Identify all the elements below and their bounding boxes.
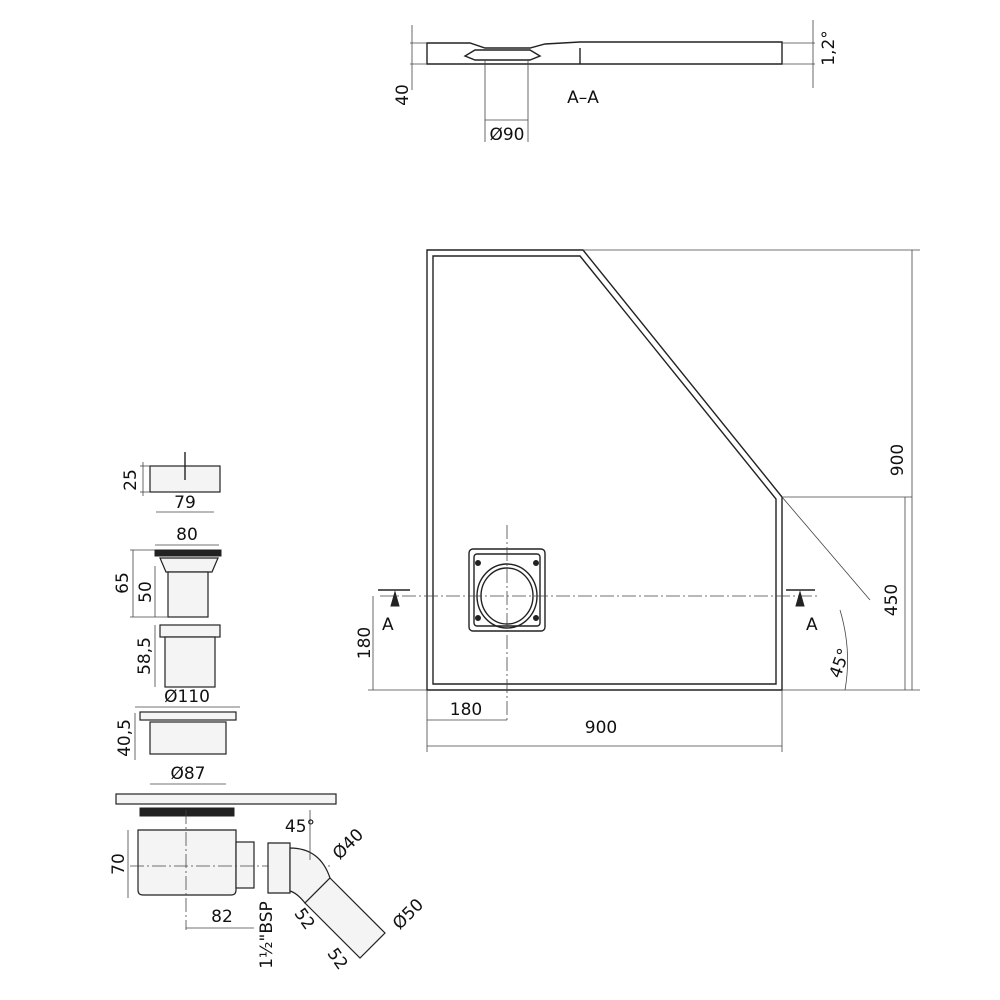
cap-height-label: 25 [121,469,141,491]
section-drain-diameter: Ø90 [489,125,524,145]
thread-label: 1½"BSP [257,901,277,969]
section-height-label: 40 [393,84,413,106]
trap-offset-label: 82 [211,907,233,927]
width-label: 900 [585,718,617,738]
drain-offset-x-label: 180 [450,700,482,720]
angle-label: 45° [826,646,855,681]
depth-label: 900 [888,444,908,476]
plan-view: A A 900 450 45° 180 180 900 [355,249,920,752]
section-slope-label: 1,2° [819,30,839,66]
outlet-diameter-label: Ø40 [329,825,368,864]
section-title: A–A [567,88,599,108]
insert-height-label: 58,5 [135,637,155,675]
flange-diameter-label: Ø110 [164,687,210,707]
grate-width-label: 80 [176,525,198,545]
section-view: 40 1,2° A–A Ø90 [393,20,839,145]
pipe-length-2-label: 52 [323,945,352,974]
trap-height-label: 70 [109,853,129,875]
body-diameter-label: Ø87 [170,764,205,784]
pipe-diameter-label: Ø50 [389,895,428,934]
grate-height-label: 65 [113,572,133,594]
grate-body-label: 50 [136,581,156,603]
section-marker-left: A [382,615,394,635]
elbow-angle-label: 45° [285,817,315,837]
drain-parts: 25 79 80 65 50 58,5 Ø110 40,5 Ø87 70 [109,452,428,974]
cap-width-label: 79 [174,493,196,513]
body-height-label: 40,5 [115,719,135,757]
side-depth-label: 450 [882,584,902,616]
drain-offset-y-label: 180 [355,627,375,659]
section-marker-right: A [806,615,818,635]
